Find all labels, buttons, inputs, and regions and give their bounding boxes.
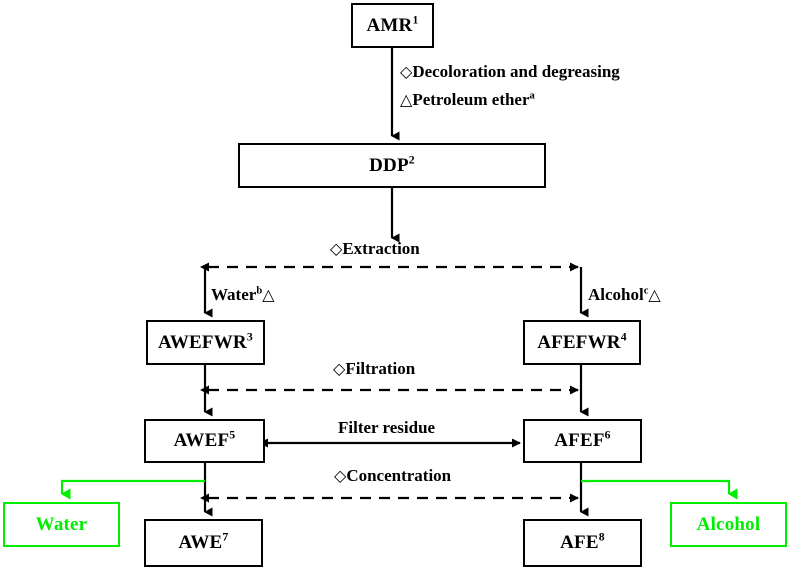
diamond-icon: ◇ bbox=[334, 468, 347, 485]
node-ddp-label: DDP2 bbox=[369, 153, 415, 176]
label-alcohol-branch: Alcoholc△ bbox=[588, 285, 661, 304]
node-awe[interactable]: AWE7 bbox=[144, 519, 263, 567]
label-filter-residue: Filter residue bbox=[338, 418, 436, 437]
node-afef-label: AFEF6 bbox=[554, 428, 611, 451]
label-extraction: ◇Extraction bbox=[330, 239, 420, 258]
label-concentration: ◇Concentration bbox=[334, 466, 452, 485]
label-water-branch: Waterb△ bbox=[211, 285, 275, 304]
triangle-icon: △ bbox=[400, 92, 413, 109]
node-afefwr[interactable]: AFEFWR4 bbox=[523, 320, 641, 365]
label-filtration: ◇Filtration bbox=[333, 359, 416, 378]
triangle-icon: △ bbox=[262, 287, 275, 304]
label-petroleum-ether: △Petroleum ethera bbox=[400, 90, 535, 109]
node-awefwr[interactable]: AWEFWR3 bbox=[146, 320, 265, 365]
diamond-icon: ◇ bbox=[333, 361, 346, 378]
node-afef[interactable]: AFEF6 bbox=[523, 419, 642, 463]
node-awef[interactable]: AWEF5 bbox=[144, 419, 265, 463]
node-ddp[interactable]: DDP2 bbox=[238, 143, 546, 188]
node-alcohol[interactable]: Alcohol bbox=[670, 502, 787, 547]
diamond-icon: ◇ bbox=[400, 64, 413, 81]
connector-alcohol-recovery-green bbox=[581, 479, 738, 500]
node-afe-label: AFE8 bbox=[560, 530, 605, 553]
diamond-icon: ◇ bbox=[330, 241, 343, 258]
node-awef-label: AWEF5 bbox=[173, 428, 236, 451]
node-amr-label: AMR1 bbox=[366, 13, 419, 36]
node-water[interactable]: Water bbox=[3, 502, 120, 547]
triangle-icon: △ bbox=[648, 287, 661, 304]
label-decoloration-degreasing: ◇Decoloration and degreasing bbox=[400, 62, 620, 81]
node-awefwr-label: AWEFWR3 bbox=[158, 330, 253, 353]
node-water-label: Water bbox=[35, 513, 88, 535]
node-alcohol-label: Alcohol bbox=[696, 513, 761, 535]
node-afefwr-label: AFEFWR4 bbox=[537, 330, 627, 353]
node-amr[interactable]: AMR1 bbox=[351, 3, 434, 48]
connector-water-recovery-green bbox=[60, 479, 205, 500]
node-awe-label: AWE7 bbox=[178, 530, 229, 553]
node-afe[interactable]: AFE8 bbox=[523, 519, 642, 567]
